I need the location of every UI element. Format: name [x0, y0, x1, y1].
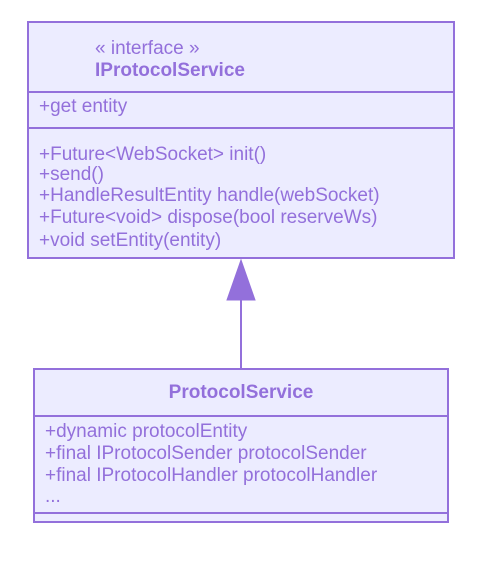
interface-attribute: +get entity — [39, 96, 128, 117]
implementation-class-name: ProtocolService — [168, 382, 314, 403]
interface-header-divider — [29, 91, 453, 93]
implementation-header-divider — [35, 415, 447, 417]
implementation-attribute: +dynamic protocolEntity — [45, 421, 248, 442]
interface-name: IProtocolService — [95, 60, 245, 81]
interface-method: +send() — [39, 164, 104, 185]
interface-attributes-divider — [29, 127, 453, 129]
implementation-attribute: +final IProtocolSender protocolSender — [45, 443, 367, 464]
interface-class-box: « interface » IProtocolService +get enti… — [27, 21, 455, 259]
inheritance-arrowhead — [226, 258, 256, 301]
implementation-attribute-ellipsis: ... — [45, 486, 61, 507]
interface-stereotype: « interface » — [95, 38, 200, 59]
interface-method: +Future<WebSocket> init() — [39, 144, 267, 165]
implementation-attribute: +final IProtocolHandler protocolHandler — [45, 465, 378, 486]
interface-method: +void setEntity(entity) — [39, 230, 222, 251]
implementation-class-box: ProtocolService +dynamic protocolEntity … — [33, 368, 449, 523]
implementation-attributes-divider — [35, 512, 447, 514]
interface-method: +Future<void> dispose(bool reserveWs) — [39, 207, 378, 228]
interface-method: +HandleResultEntity handle(webSocket) — [39, 185, 380, 206]
